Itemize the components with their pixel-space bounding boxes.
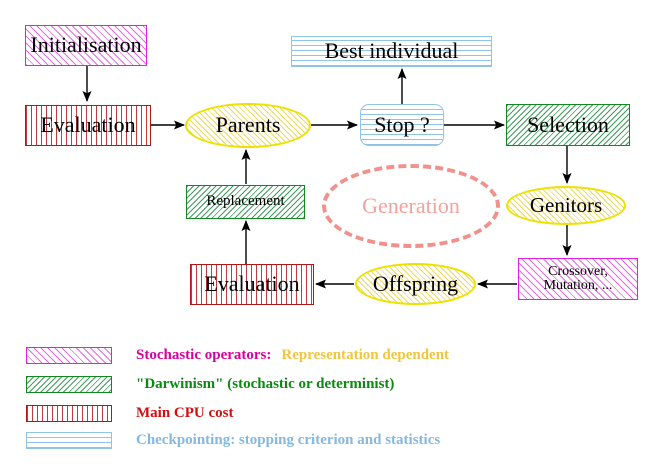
legend-row-darwinism: "Darwinism" (stochastic or determinist) [26, 376, 394, 393]
node-replacement-label: Replacement [206, 193, 285, 210]
node-evaluation-top-label: Evaluation [40, 112, 136, 138]
node-best-individual[interactable]: Best individual [291, 36, 492, 67]
node-evaluation-top[interactable]: Evaluation [25, 105, 151, 146]
node-initialisation-label: Initialisation [30, 32, 142, 58]
node-stop-label: Stop ? [374, 111, 430, 137]
node-evaluation-bottom[interactable]: Evaluation [190, 264, 314, 305]
node-parents[interactable]: Parents [185, 103, 311, 148]
node-offspring[interactable]: Offspring [355, 263, 476, 305]
legend-swatch-red-vertical-hatch-icon [26, 405, 112, 422]
node-initialisation[interactable]: Initialisation [25, 25, 147, 66]
legend: Stochastic operators: Representation dep… [0, 336, 662, 471]
node-crossover-mutation[interactable]: Crossover, Mutation, ... [518, 258, 638, 300]
legend-row-checkpointing: Checkpointing: stopping criterion and st… [26, 432, 440, 449]
node-selection-label: Selection [527, 111, 609, 137]
legend-row-main-cpu-cost: Main CPU cost [26, 405, 234, 422]
legend-swatch-magenta-diagonal-hatch-icon [26, 347, 112, 364]
node-replacement[interactable]: Replacement [186, 185, 305, 219]
node-best-individual-label: Best individual [324, 38, 459, 64]
node-generation-label: Generation [362, 193, 460, 218]
node-genitors-label: Genitors [529, 192, 603, 217]
node-stop[interactable]: Stop ? [360, 104, 444, 146]
node-selection[interactable]: Selection [506, 104, 630, 146]
legend-row-stochastic-operators: Stochastic operators: Representation dep… [26, 347, 449, 364]
node-evaluation-bottom-label: Evaluation [204, 271, 300, 297]
legend-label-stochastic-operators: Stochastic operators: [136, 347, 272, 363]
legend-label-representation-dependent: Representation dependent [281, 347, 450, 363]
legend-swatch-blue-horizontal-hatch-icon [26, 432, 112, 449]
node-crossover-label-line2: Mutation, ... [543, 278, 613, 293]
node-genitors[interactable]: Genitors [506, 186, 626, 225]
legend-label-checkpointing: Checkpointing: stopping criterion and st… [136, 432, 441, 448]
node-generation: Generation [322, 164, 500, 248]
legend-label-main-cpu-cost: Main CPU cost [136, 405, 234, 421]
node-crossover-label-line1: Crossover, [548, 263, 608, 279]
legend-swatch-green-diagonal-hatch-icon [26, 376, 112, 393]
node-offspring-label: Offspring [372, 270, 459, 296]
node-parents-label: Parents [215, 112, 281, 138]
legend-label-darwinism: "Darwinism" (stochastic or determinist) [136, 376, 395, 392]
